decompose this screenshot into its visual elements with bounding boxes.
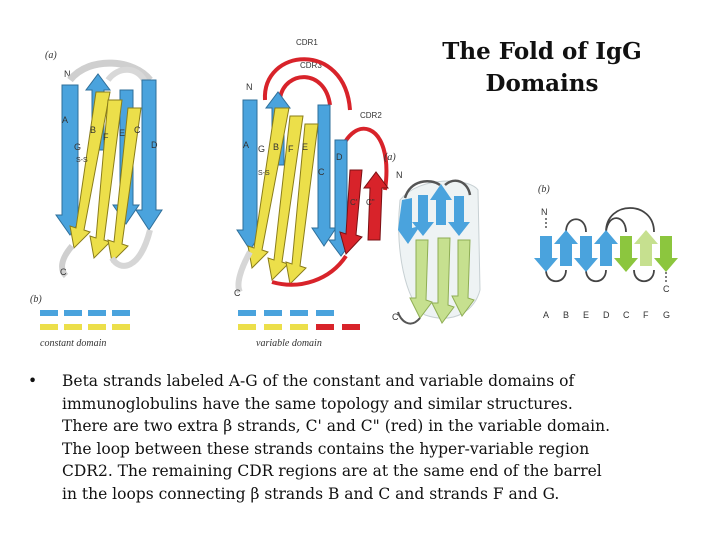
topology-strand-e — [574, 236, 598, 272]
loop — [235, 250, 253, 294]
strand-c-prime — [339, 169, 363, 255]
n-terminus-label: N — [246, 82, 253, 92]
panel-a-label: (a) — [384, 152, 396, 163]
loop — [109, 229, 153, 269]
strand-a — [398, 198, 420, 244]
bullet-line: The loop between these strands contains … — [62, 439, 590, 458]
strand-label: E — [119, 128, 125, 138]
barrel-loop — [403, 179, 472, 199]
strand-label: C — [134, 125, 141, 135]
bullet-line: Beta strands labeled A-G of the constant… — [62, 372, 575, 390]
strand-label: E — [302, 142, 308, 152]
strand-c — [311, 104, 337, 247]
strand-label: D — [151, 140, 158, 150]
strand-d — [448, 196, 470, 236]
igg-fold-figure: (a) N A G B F E C D S-S C (b) — [30, 38, 678, 349]
panel-b-label: (b) — [30, 294, 42, 305]
c-terminus-label: C — [234, 288, 241, 298]
strand-label: C" — [366, 198, 375, 207]
constant-domain-illustration: (a) N A G B F E C D S-S C (b) — [30, 50, 163, 349]
topology-strand-g — [654, 236, 678, 272]
strand-e — [107, 107, 142, 264]
n-terminus-label: N — [64, 69, 71, 79]
strand-f — [431, 237, 455, 324]
topology-strand-c — [614, 236, 638, 272]
topology-strand-a — [534, 236, 558, 272]
cdr2-label: CDR2 — [360, 111, 382, 120]
strand-e — [285, 123, 319, 286]
strand-label: C — [318, 167, 325, 177]
variable-topology-bars — [238, 310, 360, 330]
strand-label: G — [74, 142, 81, 152]
bullet-line: There are two extra β strands, C' and C"… — [62, 417, 611, 436]
strand-label: C' — [350, 198, 358, 207]
panel-a-label: (a) — [45, 50, 57, 61]
strand-g — [69, 91, 111, 250]
topology-letter: C — [623, 310, 630, 320]
bullet-point: • Beta strands labeled A-G of the consta… — [28, 370, 688, 506]
cdr1-loop — [262, 57, 352, 111]
panel-b-label: (b) — [538, 184, 550, 195]
variable-domain-illustration: CDR1 CDR3 CDR2 N A G B F E C D C' C" S-S… — [234, 38, 389, 349]
strand-c-double-prime — [363, 171, 389, 241]
bullet-marker: • — [28, 372, 38, 390]
strand-label: F — [103, 132, 109, 142]
strand-g — [409, 239, 433, 319]
title-line-2: Domains — [485, 70, 599, 97]
c-terminus-label: C — [392, 312, 399, 322]
c-terminus-label: C — [60, 267, 67, 277]
topology-letter: E — [583, 310, 589, 320]
strand-label: D — [336, 152, 343, 162]
strand-f — [267, 115, 304, 282]
topology-letter: G — [663, 310, 670, 320]
topology-letter: D — [603, 310, 610, 320]
strand-b — [412, 195, 434, 236]
n-terminus-label: N — [396, 170, 403, 180]
strand-label: B — [273, 142, 279, 152]
strand-g — [247, 107, 290, 270]
strand-c — [451, 239, 475, 317]
cdr3-label: CDR3 — [300, 61, 322, 70]
cdr3-loop — [278, 75, 332, 106]
n-terminus-label: N — [541, 207, 548, 217]
bullet-line: CDR2. The remaining CDR regions are at t… — [62, 462, 602, 481]
strand-label: G — [258, 144, 265, 154]
loop — [67, 59, 153, 83]
strand-label: A — [62, 115, 68, 125]
topology-strand-b — [554, 230, 578, 266]
beta-barrel-illustration: (a) N C — [384, 152, 481, 325]
constant-topology-bars — [40, 310, 130, 330]
strand-label: A — [243, 140, 249, 150]
strand-f — [89, 99, 123, 260]
bullet-line: in the loops connecting β strands B and … — [62, 484, 560, 503]
bullet-line: immunoglobulins have the same topology a… — [62, 394, 573, 413]
strand-label: F — [288, 144, 294, 154]
topology-strand-d — [594, 230, 618, 266]
topology-letter: F — [643, 310, 649, 320]
topology-letter: A — [543, 310, 549, 320]
disulfide-label: S-S — [258, 170, 270, 177]
topology-strand-f — [634, 230, 658, 266]
bullet-text: Beta strands labeled A-G of the constant… — [62, 370, 688, 506]
topology-diagram: (b) N C A B E D C F G — [534, 184, 678, 320]
topology-connections — [545, 207, 655, 283]
loop — [105, 66, 148, 84]
cdr1-label: CDR1 — [296, 38, 318, 47]
strand-e — [430, 184, 452, 225]
constant-domain-caption: constant domain — [40, 338, 106, 349]
slide-title: The Fold of IgG Domains — [392, 36, 692, 100]
title-line-1: The Fold of IgG — [442, 38, 642, 65]
loop — [59, 244, 75, 279]
loop — [271, 254, 348, 287]
variable-domain-caption: variable domain — [256, 338, 322, 349]
c-terminus-label: C — [663, 284, 670, 294]
topology-letter: B — [563, 310, 569, 320]
strand-label: B — [90, 125, 96, 135]
disulfide-label: S-S — [76, 157, 88, 164]
barrel-loop — [397, 311, 421, 325]
strand-d — [135, 79, 163, 231]
